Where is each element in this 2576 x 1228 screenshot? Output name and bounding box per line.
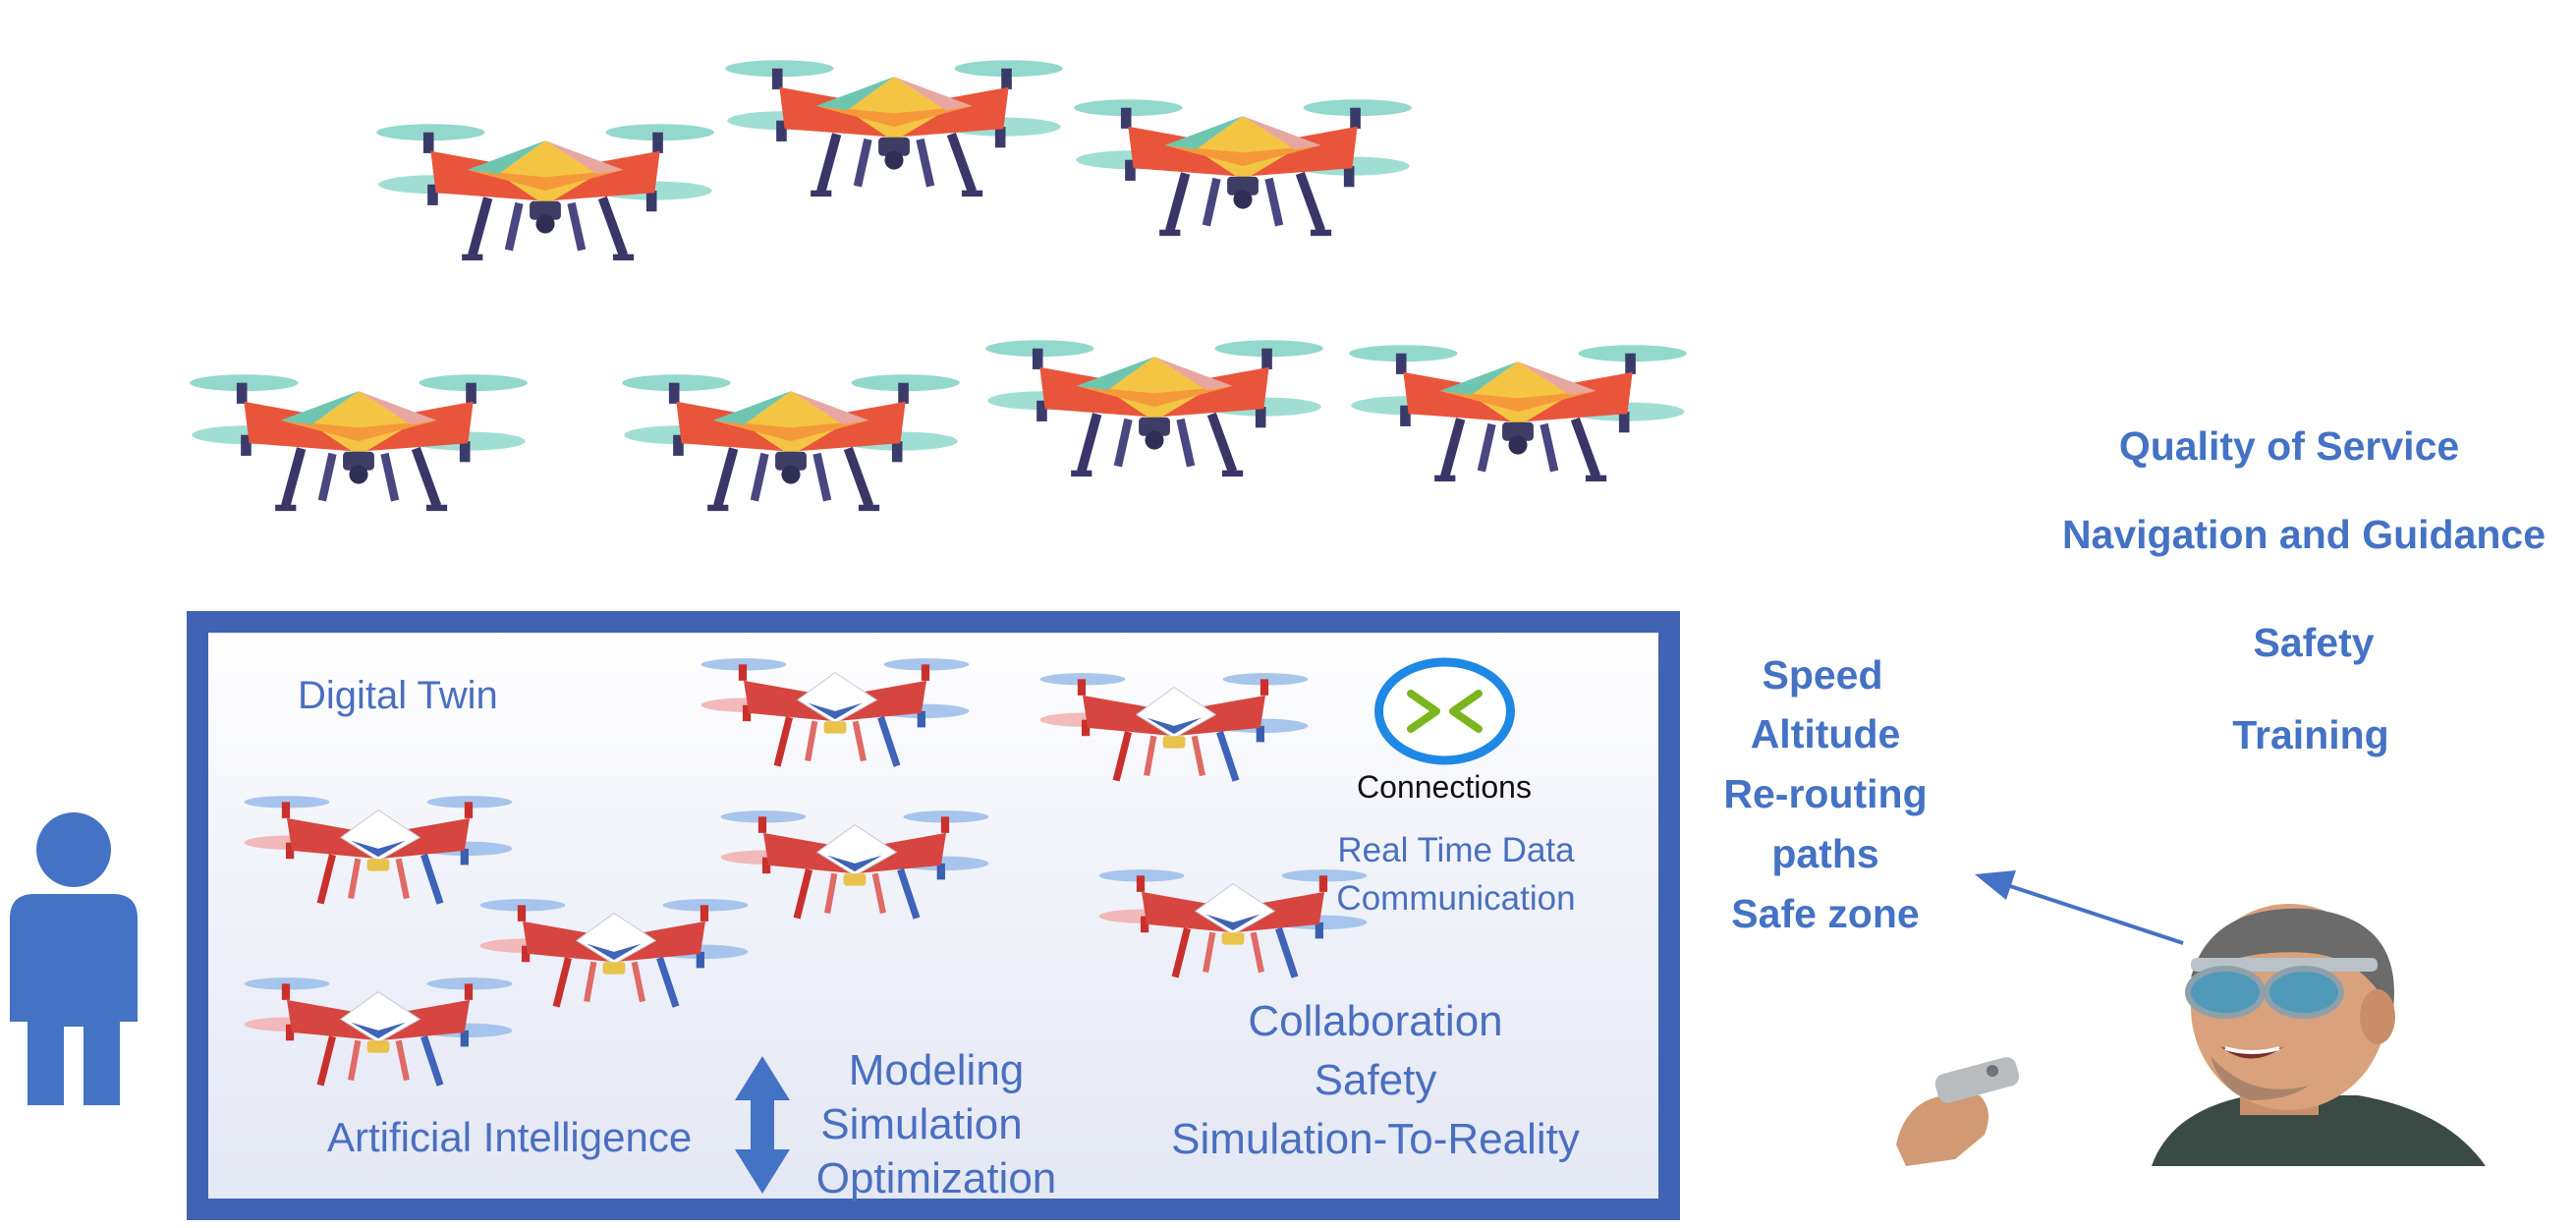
connections-icon xyxy=(1374,657,1515,765)
altitude-label: Altitude xyxy=(1750,711,1901,756)
twin-drone-icon xyxy=(241,761,516,914)
drone-icon xyxy=(982,290,1326,486)
arrow-icon xyxy=(1975,870,2184,945)
twin-drone-icon xyxy=(1095,835,1371,987)
collaboration-label: Collaboration xyxy=(1248,997,1503,1045)
twin-drone-icon xyxy=(698,624,973,776)
optimization-label: Optimization xyxy=(815,1154,1057,1202)
paths-label: paths xyxy=(1771,831,1879,876)
person-icon xyxy=(10,812,138,1105)
double-arrow-icon xyxy=(735,1056,790,1194)
twin-drone-icon xyxy=(476,865,752,1017)
connections-label: Connections xyxy=(1357,769,1532,805)
realtime-label-line1: Real Time Data xyxy=(1337,831,1575,869)
drone-icon xyxy=(373,74,717,270)
drone-icon xyxy=(722,10,1066,206)
speed-label: Speed xyxy=(1762,652,1883,698)
drone-icon xyxy=(1346,295,1690,491)
safety-label: Safety xyxy=(2253,620,2375,665)
vr-pilot-icon xyxy=(1896,904,2486,1166)
drone-icon xyxy=(1071,49,1415,246)
qos-label: Quality of Service xyxy=(2118,423,2460,469)
navigation-label: Navigation and Guidance xyxy=(2061,512,2547,557)
realtime-label-line2: Communication xyxy=(1336,879,1576,918)
twin-safety-label: Safety xyxy=(1314,1056,1437,1104)
twin-drone-icon xyxy=(1036,639,1312,791)
twin-drone-icon xyxy=(241,943,516,1095)
modeling-label: Modeling xyxy=(848,1046,1025,1094)
sim-to-reality-label: Simulation-To-Reality xyxy=(1171,1115,1580,1163)
twin-drone-icon xyxy=(717,776,992,928)
ai-label: Artificial Intelligence xyxy=(327,1114,693,1160)
drone-icon xyxy=(619,324,963,521)
drone-icon xyxy=(187,324,531,521)
digital-twin-title: Digital Twin xyxy=(298,674,498,717)
training-label: Training xyxy=(2232,712,2389,757)
simulation-label: Simulation xyxy=(820,1100,1023,1148)
safe-zone-label: Safe zone xyxy=(1731,891,1920,936)
rerouting-label: Re-routing xyxy=(1723,771,1928,816)
